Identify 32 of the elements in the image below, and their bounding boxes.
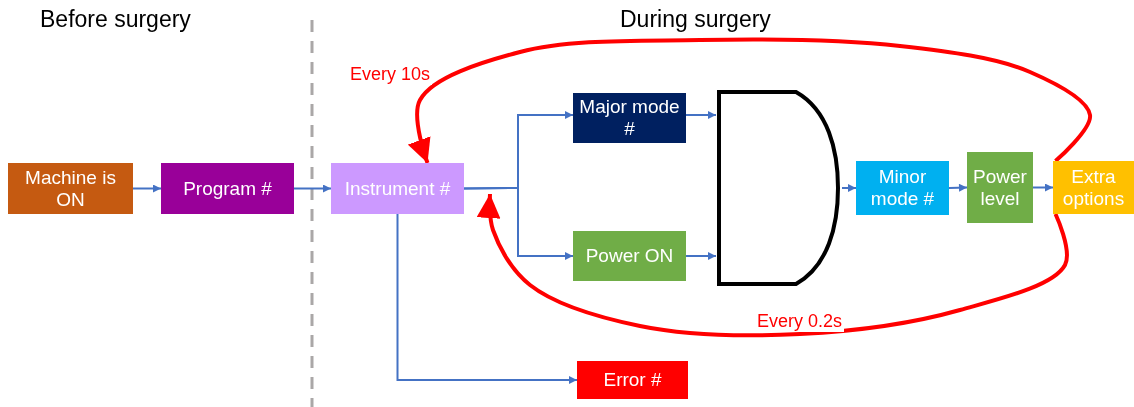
arrow xyxy=(1032,183,1054,192)
box-label: Power level xyxy=(972,165,1028,210)
box-label: Power ON xyxy=(584,245,675,267)
section-heading: During surgery xyxy=(620,6,771,33)
box-label: Extra options xyxy=(1061,165,1126,210)
section-heading: Before surgery xyxy=(40,6,191,33)
feedback-arrow xyxy=(476,193,1069,338)
process-box xyxy=(573,231,686,281)
process-box xyxy=(331,163,464,214)
process-box xyxy=(577,361,688,399)
box-label: Instrument # xyxy=(343,177,452,200)
process-box xyxy=(8,163,133,214)
arrow xyxy=(463,187,574,260)
edge-label: Every 10s xyxy=(348,64,433,85)
box-label: Major mode # xyxy=(578,96,681,140)
and-gate-shape xyxy=(716,90,842,286)
box-label: Machine is ON xyxy=(24,166,117,211)
edge-label: Every 0.2s xyxy=(755,311,845,332)
box-label: Error # xyxy=(602,369,663,391)
process-box xyxy=(161,163,294,214)
process-box xyxy=(967,152,1033,223)
arrow xyxy=(685,252,717,260)
process-box xyxy=(1053,161,1134,214)
arrow xyxy=(948,183,968,192)
process-box xyxy=(856,161,949,215)
arrow xyxy=(293,184,332,193)
box-label: Program # xyxy=(182,177,273,200)
arrow xyxy=(396,213,578,384)
arrow xyxy=(132,184,162,193)
arrow xyxy=(841,184,857,192)
box-label: Minor mode # xyxy=(869,166,936,210)
arrow xyxy=(685,111,717,119)
